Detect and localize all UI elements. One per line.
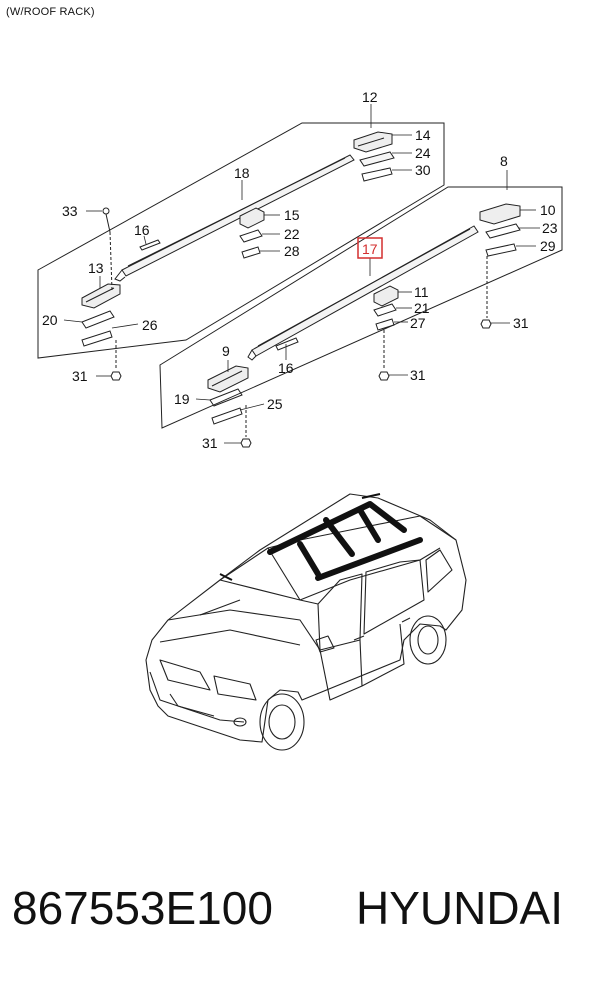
callout-16-upper: 16: [134, 222, 150, 238]
upper-strip-16: [139, 239, 161, 251]
callout-8: 8: [500, 153, 508, 169]
footer: 867553E100 HYUNDAI: [12, 880, 592, 940]
upper-middle-cover-15: [239, 207, 265, 229]
callout-12: 12: [362, 89, 378, 105]
lower-front-cover-9: [207, 365, 249, 393]
lower-group-frame: [159, 186, 563, 429]
callout-31-middle: 31: [410, 367, 426, 383]
callout-20: 20: [42, 312, 58, 328]
callout-21: 21: [414, 300, 430, 316]
upper-pad-28: [241, 246, 261, 259]
roof-rack-parts-diagram: 12 14 24 30 18 15 22 28 33 16 13 20 26 3…: [37, 89, 563, 751]
nut-31-middle: [378, 371, 390, 381]
callout-24: 24: [415, 145, 431, 161]
lower-gasket-21: [373, 303, 397, 317]
upper-front-gasket-20: [81, 310, 115, 329]
lower-roof-rail: [247, 225, 479, 361]
callout-labels: 12 14 24 30 18 15 22 28 33 16 13 20 26 3…: [42, 89, 558, 451]
callout-9: 9: [222, 343, 230, 359]
lower-front-gasket-19: [209, 388, 243, 407]
callout-27: 27: [410, 315, 426, 331]
callout-28: 28: [284, 243, 300, 259]
upper-group-frame: [37, 122, 445, 359]
callout-16-lower: 16: [278, 360, 294, 376]
callout-19: 19: [174, 391, 190, 407]
upper-gasket-24: [359, 151, 395, 167]
upper-end-cover-14: [353, 131, 393, 153]
callout-11: 11: [414, 284, 429, 300]
lower-middle-cover-11: [373, 285, 399, 307]
callout-31-lower: 31: [202, 435, 218, 451]
highlight-box-17: [357, 237, 383, 259]
upper-front-pad-26: [81, 330, 113, 347]
callout-22: 22: [284, 226, 300, 242]
lower-pad-27: [375, 318, 395, 331]
lower-pad-29: [485, 243, 517, 257]
bolt-33: [102, 207, 111, 233]
lower-front-pad-25: [211, 407, 243, 425]
callout-26: 26: [142, 317, 158, 333]
upper-front-cover-13: [81, 283, 121, 309]
nut-31-upper: [110, 371, 122, 381]
upper-pad-30: [361, 167, 393, 182]
callout-14: 14: [415, 127, 431, 143]
callout-10: 10: [540, 202, 556, 218]
nut-31-right: [480, 319, 492, 329]
lower-strip-16: [275, 337, 299, 351]
callout-30: 30: [415, 162, 431, 178]
vehicle-illustration: [145, 493, 467, 751]
lower-end-cover-10: [479, 203, 521, 225]
callout-17: 17: [362, 241, 378, 257]
callout-31-upper: 31: [72, 368, 88, 384]
callout-29: 29: [540, 238, 556, 254]
upper-gasket-22: [239, 229, 263, 243]
callout-33: 33: [62, 203, 78, 219]
callout-23: 23: [542, 220, 558, 236]
part-number: 867553E100: [12, 882, 273, 934]
callout-13: 13: [88, 260, 104, 276]
nut-31-lower: [240, 438, 252, 448]
diagram-caption: (W/ROOF RACK): [6, 6, 95, 18]
callout-31-right: 31: [513, 315, 529, 331]
brand-name: HYUNDAI: [356, 882, 564, 934]
upper-roof-rail: [114, 154, 355, 282]
callout-18: 18: [234, 165, 250, 181]
callout-15: 15: [284, 207, 300, 223]
callout-25: 25: [267, 396, 283, 412]
lower-gasket-23: [485, 223, 521, 239]
